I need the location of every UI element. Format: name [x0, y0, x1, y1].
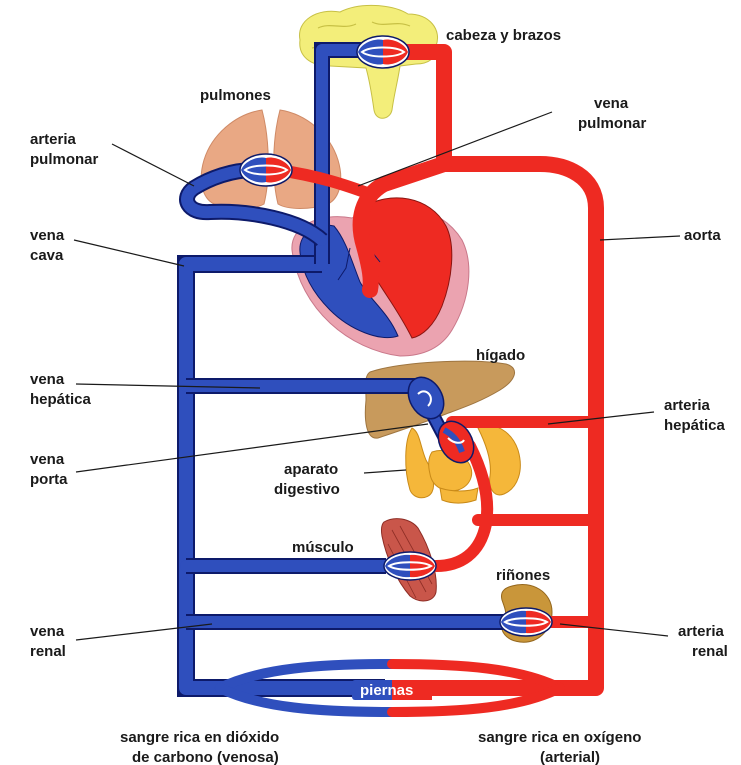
- label-aorta: aorta: [684, 227, 721, 244]
- label-muscle: músculo: [292, 539, 354, 556]
- label-renal-vein-line1: vena: [30, 623, 65, 640]
- label-digestive-line2: digestivo: [274, 481, 340, 498]
- label-pulmonary-vein-line2: pulmonar: [578, 115, 646, 132]
- label-legs: piernas: [360, 682, 413, 699]
- label-arterial-line1: sangre rica en oxígeno: [478, 729, 641, 746]
- label-pulmonary-vein-line1: vena: [594, 95, 629, 112]
- label-hepatic-artery-line1: arteria: [664, 397, 711, 414]
- label-pulmonary-artery-line2: pulmonar: [30, 151, 98, 168]
- label-portal-vein-line1: vena: [30, 451, 65, 468]
- label-pulmonary-artery-line1: arteria: [30, 131, 77, 148]
- label-renal-vein-line2: renal: [30, 643, 66, 660]
- label-hepatic-artery-line2: hepática: [664, 417, 726, 434]
- label-digestive-line1: aparato: [284, 461, 338, 478]
- label-vena-cava-line1: vena: [30, 227, 65, 244]
- label-hepatic-vein-line1: vena: [30, 371, 65, 388]
- label-venous-line2: de carbono (venosa): [132, 749, 279, 765]
- label-portal-vein-line2: porta: [30, 471, 68, 488]
- label-liver: hígado: [476, 347, 525, 364]
- label-vena-cava-line2: cava: [30, 247, 64, 264]
- label-arterial-line2: (arterial): [540, 749, 600, 765]
- label-head-arms: cabeza y brazos: [446, 27, 561, 44]
- label-venous-line1: sangre rica en dióxido: [120, 729, 279, 746]
- label-hepatic-vein-line2: hepática: [30, 391, 92, 408]
- label-lungs: pulmones: [200, 87, 271, 104]
- label-renal-artery-line2: renal: [692, 643, 728, 660]
- label-renal-artery-line1: arteria: [678, 623, 725, 640]
- label-kidneys: riñones: [496, 567, 550, 584]
